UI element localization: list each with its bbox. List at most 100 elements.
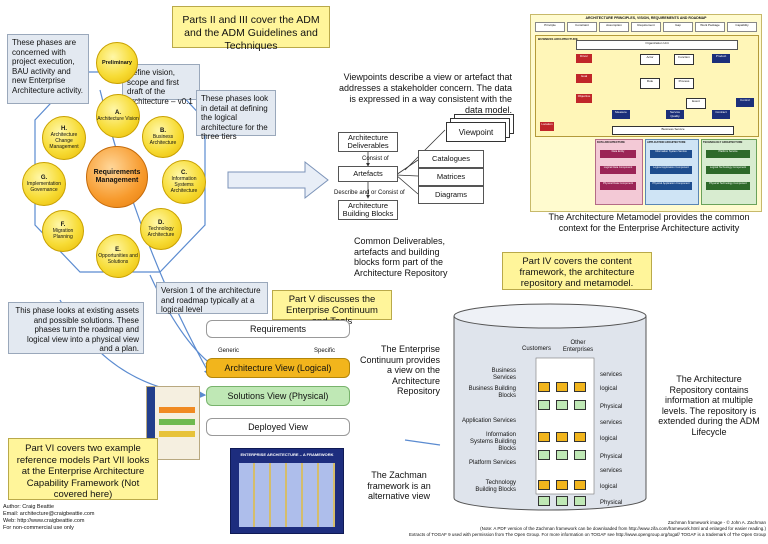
architecture-view-logical[interactable]: Architecture View (Logical) (206, 358, 350, 378)
reference-model-bar (159, 431, 195, 437)
viewpoint-stack: Viewpoint (446, 114, 514, 142)
section-label: TECHNOLOGY ARCHITECTURE (703, 141, 743, 144)
author-usage: For non-commercial use only (3, 525, 74, 531)
platform-service-box: Platform Service (706, 150, 750, 158)
metamodel-header: Principle Constraint Assumption Requirem… (535, 22, 757, 32)
cell-logical (574, 432, 586, 442)
phase-letter: A. (115, 110, 121, 116)
deployed-view[interactable]: Deployed View (206, 418, 350, 436)
phase-c-information-systems[interactable]: C. Information Systems Architecture (162, 160, 206, 204)
requirements-management[interactable]: Requirements Management (86, 146, 148, 208)
phase-f-migration-planning[interactable]: F. Migration Planning (42, 210, 84, 252)
phase-letter: F. (60, 222, 66, 228)
business-architecture-section: BUSINESS ARCHITECTURE Organization Unit … (535, 35, 759, 137)
common-deliverables-text: Common Deliverables, artefacts and build… (354, 236, 448, 278)
zachman-grid (239, 463, 335, 527)
matrices-box[interactable]: Matrices (418, 168, 484, 186)
measure-box: Measure (612, 110, 630, 119)
right-logical-3: logical (600, 484, 618, 490)
artefacts-box[interactable]: Artefacts (338, 166, 398, 182)
catalogues-box[interactable]: Catalogues (418, 150, 484, 168)
process-box: Process (674, 78, 694, 89)
zachman-text: The Zachman framework is an alternative … (367, 470, 431, 501)
repository-side-text: The Architecture Repository contains inf… (658, 374, 760, 437)
cell-physical (574, 400, 586, 410)
metamodel-title: ARCHITECTURE PRINCIPLES, VISION, REQUIRE… (585, 16, 707, 20)
metamodel-caption: The Architecture Metamodel provides the … (548, 212, 750, 233)
cell-physical (538, 496, 550, 506)
data-entity-box: Data Entity (600, 150, 636, 158)
phase-b-business-architecture[interactable]: B. Business Architecture (142, 116, 184, 158)
header-cell: Requirement (631, 22, 661, 32)
contract-box: Contract (712, 110, 730, 119)
section-label: DATA ARCHITECTURE (597, 141, 625, 144)
diagrams-box[interactable]: Diagrams (418, 186, 484, 204)
footer-line: (Note: A PDF version of the Zachman fram… (480, 526, 766, 531)
zachman-framework-image: ENTERPRISE ARCHITECTURE – A FRAMEWORK (230, 448, 344, 534)
header-cell: Constraint (567, 22, 597, 32)
logical-data-box: Logical Data Component (600, 166, 636, 174)
viewpoint-label: Viewpoint (446, 122, 506, 142)
architecture-deliverables-box[interactable]: Architecture Deliverables (338, 132, 398, 152)
cell-physical (556, 400, 568, 410)
header-cell: Capability (727, 22, 757, 32)
part-5-note: Part V discusses the Enterprise Continuu… (272, 290, 392, 327)
phase-letter: D. (158, 220, 164, 226)
phase-d-technology-architecture[interactable]: D. Technology Architecture (140, 208, 182, 250)
right-services-2: services (600, 420, 623, 426)
row-technology-building-blocks: Technology Building Blocks (475, 480, 516, 493)
solutions-view-physical[interactable]: Solutions View (Physical) (206, 386, 350, 406)
cell-physical (556, 496, 568, 506)
author-email: Email: architecture@craigbeattie.com (3, 511, 95, 517)
location-box: Location (540, 122, 554, 131)
reference-model-bar (159, 407, 195, 413)
right-physical-2: Physical (600, 454, 623, 460)
center-label: Requirements Management (93, 169, 141, 184)
phase-letter: C. (181, 170, 187, 176)
zachman-title: ENTERPRISE ARCHITECTURE – A FRAMEWORK (240, 452, 334, 457)
consist-of-label: Consist of (362, 156, 389, 162)
phase-name: Information Systems Architecture (170, 176, 198, 194)
describe-label: Describe and or Consist of (334, 190, 405, 196)
author-block: Author: Craig Beattie Email: architectur… (3, 504, 94, 532)
cell-physical (538, 400, 550, 410)
row-is-building-blocks: Information Systems Building Blocks (469, 432, 516, 452)
logical-tech-box: Logical Technology Component (706, 166, 750, 174)
author-name: Author: Craig Beattie (3, 504, 55, 510)
phase-name: Migration Planning (52, 228, 74, 240)
phase-name: Preliminary (102, 60, 132, 66)
product-box: Product (712, 54, 730, 63)
cell-logical (574, 480, 586, 490)
cell-logical (538, 382, 550, 392)
right-logical-2: logical (600, 436, 618, 442)
section-label: APPLICATION ARCHITECTURE (647, 141, 686, 144)
header-cell: Principle (535, 22, 565, 32)
is-service-box: Information System Service (650, 150, 692, 158)
phase-g-implementation-governance[interactable]: G. Implementation Governance (22, 162, 66, 206)
business-service-box: Business Service (612, 126, 734, 135)
row-business-services: Business Services (491, 368, 516, 381)
phase-e-opportunities-solutions[interactable]: E. Opportunities and Solutions (96, 234, 140, 278)
phase-name: Implementation Governance (26, 181, 62, 193)
application-architecture-section: APPLICATION ARCHITECTURE Information Sys… (645, 139, 699, 205)
phase-a-architecture-vision[interactable]: A. Architecture Vision (96, 94, 140, 138)
specific-label: Specific (314, 348, 336, 354)
physical-app-box: Physical Application Component (650, 182, 692, 190)
header-cell: Assumption (599, 22, 629, 32)
building-blocks-box[interactable]: Architecture Building Blocks (338, 200, 398, 220)
phase-preliminary[interactable]: Preliminary (96, 42, 138, 84)
requirements-bar[interactable]: Requirements (206, 320, 350, 338)
phase-letter: B. (160, 128, 166, 134)
viewpoints-text: Viewpoints describe a view or artefact t… (339, 72, 512, 115)
customers-label: Customers (522, 346, 552, 352)
technology-architecture-section: TECHNOLOGY ARCHITECTURE Platform Service… (701, 139, 757, 205)
objective-box: Objective (576, 94, 592, 103)
phase-letter: G. (40, 175, 48, 181)
row-business-building-blocks: Business Building Blocks (468, 386, 516, 399)
logical-app-box: Logical Application Component (650, 166, 692, 174)
cell-physical (556, 450, 568, 460)
phase-h-change-management[interactable]: H. Architecture Change Management (42, 116, 86, 160)
cell-logical (556, 480, 568, 490)
row-platform-services: Platform Services (468, 460, 516, 466)
cell-physical (574, 496, 586, 506)
